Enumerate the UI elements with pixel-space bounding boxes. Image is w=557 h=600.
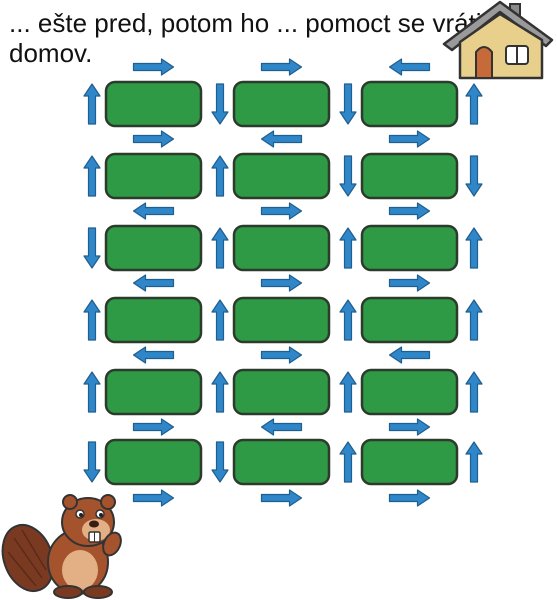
grid-block-r3-c3 [362, 226, 457, 270]
arrow-right-h4-2 [262, 275, 302, 291]
arrow-down-v2-4 [466, 156, 482, 196]
grid-block-r1-c2 [234, 82, 329, 126]
grid-block-r2-c2 [234, 154, 329, 198]
arrow-right-h1-1 [134, 59, 174, 75]
arrow-right-h3-3 [390, 203, 430, 219]
grid-block-r6-c1 [106, 440, 201, 484]
arrow-up-v5-2 [212, 372, 228, 412]
arrow-up-v4-4 [466, 300, 482, 340]
arrow-up-v4-3 [340, 300, 356, 340]
arrow-up-v5-4 [466, 372, 482, 412]
arrow-right-h7-3 [390, 490, 430, 506]
grid-block-r6-c3 [362, 440, 457, 484]
arrow-right-h2-3 [390, 131, 430, 147]
arrow-down-v6-1 [84, 442, 100, 482]
house-icon [442, 0, 554, 82]
arrow-up-v3-4 [466, 228, 482, 268]
arrow-right-h3-2 [262, 203, 302, 219]
grid-block-r4-c1 [106, 298, 201, 342]
arrow-up-v5-1 [84, 372, 100, 412]
grid-block-r2-c1 [106, 154, 201, 198]
grid-block-r5-c2 [234, 370, 329, 414]
arrow-right-h6-3 [390, 419, 430, 435]
arrow-down-v2-3 [340, 156, 356, 196]
beaver-icon [0, 486, 130, 600]
arrow-left-h5-1 [134, 347, 174, 363]
arrow-up-v2-1 [84, 156, 100, 196]
grid-block-r4-c3 [362, 298, 457, 342]
arrow-left-h4-1 [134, 275, 174, 291]
arrow-right-h7-2 [262, 490, 302, 506]
arrow-right-h5-2 [262, 347, 302, 363]
arrow-left-h6-2 [262, 419, 302, 435]
grid-block-r2-c3 [362, 154, 457, 198]
arrow-right-h6-1 [134, 419, 174, 435]
grid-block-r3-c1 [106, 226, 201, 270]
grid-block-r5-c3 [362, 370, 457, 414]
grid-block-r6-c2 [234, 440, 329, 484]
arrow-down-v6-2 [212, 442, 228, 482]
arrow-up-v2-2 [212, 156, 228, 196]
arrow-up-v6-3 [340, 442, 356, 482]
arrow-up-v6-4 [466, 442, 482, 482]
arrow-right-h2-1 [134, 131, 174, 147]
arrow-up-v1-4 [466, 84, 482, 124]
arrow-up-v3-3 [340, 228, 356, 268]
arrow-up-v1-1 [84, 84, 100, 124]
arrow-up-v4-2 [212, 300, 228, 340]
arrow-up-v3-2 [212, 228, 228, 268]
arrow-up-v5-3 [340, 372, 356, 412]
arrow-up-v4-1 [84, 300, 100, 340]
grid-block-r1-c1 [106, 82, 201, 126]
house-door [476, 47, 492, 78]
arrow-down-v1-2 [212, 84, 228, 124]
grid-block-r5-c1 [106, 370, 201, 414]
arrow-right-h7-1 [134, 490, 174, 506]
arrow-down-v3-1 [84, 228, 100, 268]
arrow-right-h4-3 [390, 275, 430, 291]
arrow-left-h5-3 [390, 347, 430, 363]
grid-block-r4-c2 [234, 298, 329, 342]
arrow-left-h1-3 [390, 59, 430, 75]
grid-block-r3-c2 [234, 226, 329, 270]
arrow-down-v1-3 [340, 84, 356, 124]
arrow-right-h1-2 [262, 59, 302, 75]
arrow-left-h2-2 [262, 131, 302, 147]
arrow-left-h3-1 [134, 203, 174, 219]
grid-block-r1-c3 [362, 82, 457, 126]
